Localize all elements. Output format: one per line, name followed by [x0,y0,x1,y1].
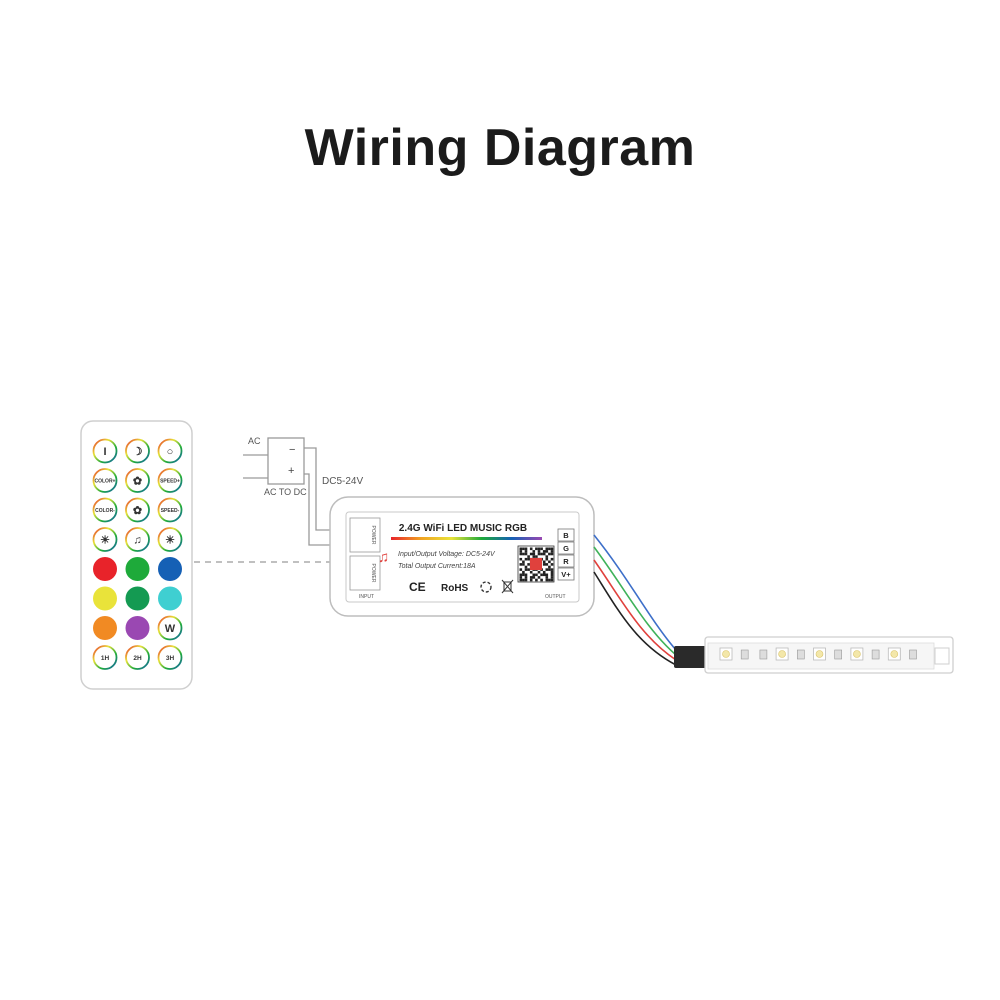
remote-button[interactable]: 2H [125,645,150,670]
remote-button-label: 3H [166,655,175,662]
remote-button-label: COLOR+ [95,478,116,484]
remote-button[interactable]: ☀ [157,527,183,552]
power-label-1: POWER [370,526,376,545]
remote-button[interactable] [93,586,117,611]
output-terminals: BGR V+ [557,528,575,581]
remote-button-label: SPEED- [161,508,180,514]
svg-text:V+: V+ [561,570,571,579]
svg-text:R: R [563,557,569,566]
remote-button-label: 1H [101,655,110,662]
remote-button-label: W [165,623,176,635]
output-pin: G [557,541,575,555]
remote-button[interactable]: SPEED- [157,497,183,523]
spec-voltage: Input/Output Voltage: DC5-24V [398,551,496,558]
adapter-box [267,437,305,485]
remote-button[interactable] [158,586,182,611]
ce-mark: CE [409,580,426,594]
voltage-label: DC5-24V [322,476,363,487]
remote-button[interactable] [125,586,150,611]
output-label: OUTPUT [545,594,566,600]
remote-button[interactable]: SPEED+ [157,468,183,493]
ac-label: AC [248,436,261,446]
rainbow-bar [391,537,542,540]
led-chip [740,649,749,660]
remote-button[interactable] [125,557,150,581]
remote-button[interactable]: ✿ [125,497,150,523]
adapter-minus: − [289,444,295,456]
remote-button-label: 2H [133,655,142,662]
music-note-icon: ♫ [378,549,389,566]
remote-button-label: ✿ [133,505,142,517]
recycle-icon [480,581,492,593]
wire-black [593,571,677,666]
remote-button-label: ✿ [133,475,142,487]
led-chip [796,649,805,660]
rohs-mark: RoHS [441,583,469,594]
remote-button[interactable] [158,557,182,581]
remote-button-label: ○ [167,446,174,458]
remote-button[interactable] [93,616,117,640]
wire-red [593,559,677,661]
led-chip [813,647,826,661]
adapter-caption: AC TO DC [264,487,307,497]
led-controller: POWER POWER INPUT 2.4G WiFi LED MUSIC RG… [329,496,595,617]
adapter-plus: + [288,465,294,477]
wire-green [593,546,677,656]
svg-text:G: G [563,544,569,553]
remote-button[interactable]: COLOR+ [92,468,118,493]
remote-button-label: ♫ [133,534,141,546]
qr-code-icon [517,545,555,583]
output-pin: V+ [557,567,575,581]
input-label: INPUT [359,594,374,600]
remote-button[interactable] [125,616,150,640]
output-wires [593,534,677,666]
output-pin: B [557,528,575,542]
diagram-title: Wiring Diagram [304,119,696,177]
remote-button[interactable]: 1H [92,645,118,670]
remote-button-label: SPEED+ [160,478,180,484]
output-pin: R [557,554,575,568]
controller-name: 2.4G WiFi LED MUSIC RGB [399,523,527,534]
led-chip [775,647,789,661]
wire-blue [593,534,677,651]
led-chip [871,649,880,660]
remote-button[interactable]: ○ [157,438,183,464]
remote-button[interactable]: ♫ [125,527,150,552]
svg-text:B: B [563,531,569,540]
remote-button[interactable]: ☽ [125,438,150,464]
led-chip [759,649,768,660]
remote-button[interactable]: 3H [157,645,183,670]
remote-button-label: ☀ [165,534,175,546]
remote-button-label: ☽ [133,446,143,458]
remote-buttons: I ☽ ○ COLOR+ ✿ SPEED+ COLOR- ✿ SPEED- ☀ ♫ ☀ W 1H 2H 3H [92,438,183,670]
remote-button[interactable]: COLOR- [92,497,118,523]
led-chip [834,649,843,660]
remote-button[interactable]: W [157,615,183,641]
led-chip [887,647,901,661]
remote-button[interactable] [93,557,117,581]
led-strip [704,636,954,674]
remote-control: I ☽ ○ COLOR+ ✿ SPEED+ COLOR- ✿ SPEED- ☀ ♫ ☀ W 1H 2H 3H [80,420,193,690]
weee-bin-icon [501,579,514,594]
remote-button-label: I [103,446,106,458]
remote-button[interactable]: ✿ [125,468,150,493]
remote-button-label: ☀ [100,534,110,546]
spec-current: Total Output Current:18A [398,563,476,570]
led-chip [850,647,864,661]
remote-button-label: COLOR- [95,508,115,514]
led-chip [719,647,733,661]
remote-button[interactable]: ☀ [92,527,118,552]
remote-button[interactable]: I [92,438,118,464]
led-chip [909,649,917,660]
strip-connector [674,646,712,668]
power-label-2: POWER [370,564,376,583]
ac-dc-adapter: AC − + AC TO DC DC5-24V [243,436,363,546]
